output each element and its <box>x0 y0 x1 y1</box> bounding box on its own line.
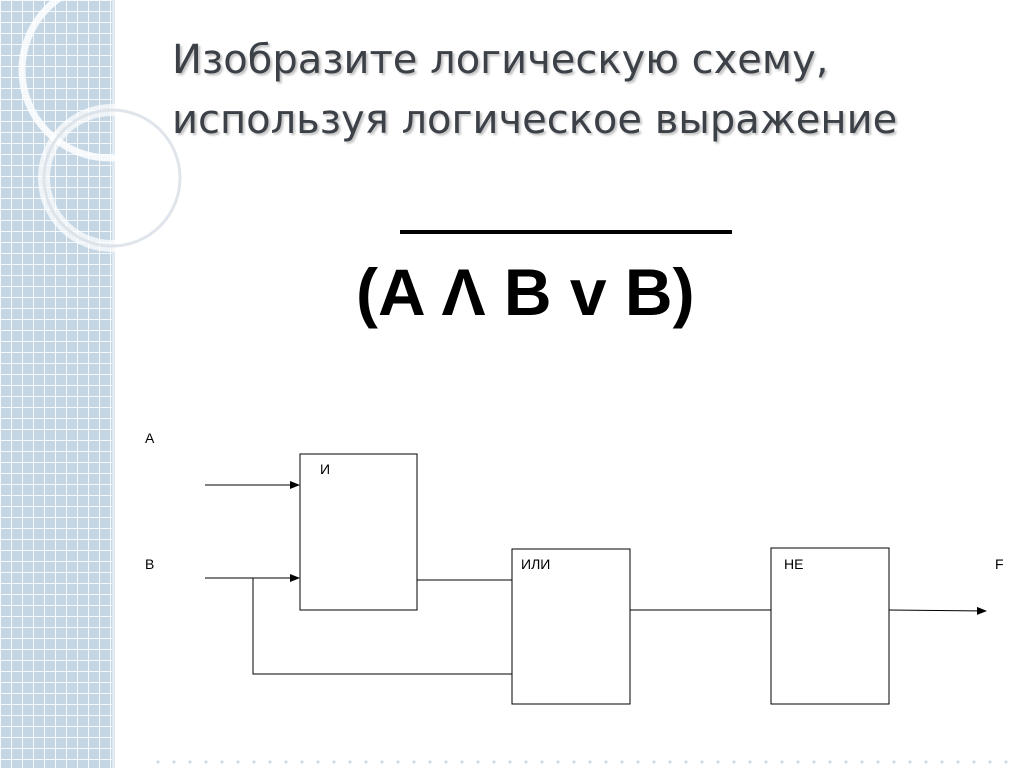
expression-negation-bar <box>400 230 732 234</box>
title-line-2: используя логическое выражение <box>172 97 898 143</box>
gate-not <box>770 547 890 705</box>
slide-title: Изобразите логическую схему, используя л… <box>172 30 1002 150</box>
decorative-rings <box>18 0 200 252</box>
output-label-f: F <box>995 556 1004 572</box>
gate-and-label: И <box>320 461 330 477</box>
wire-not-to-output <box>888 606 987 615</box>
gate-or <box>511 548 631 705</box>
gate-and <box>299 453 418 611</box>
gate-or-label: ИЛИ <box>521 556 550 572</box>
side-strip-edge <box>112 0 115 768</box>
footer-dots <box>150 760 1010 764</box>
input-label-b: B <box>145 556 154 572</box>
wire-b-to-or <box>252 578 512 675</box>
gate-not-label: НЕ <box>784 556 803 572</box>
input-label-a: A <box>145 430 155 446</box>
side-pattern-strip <box>0 0 112 768</box>
title-line-1: Изобразите логическую схему, <box>172 37 829 83</box>
logic-expression: (A Λ B v B) <box>356 255 695 329</box>
